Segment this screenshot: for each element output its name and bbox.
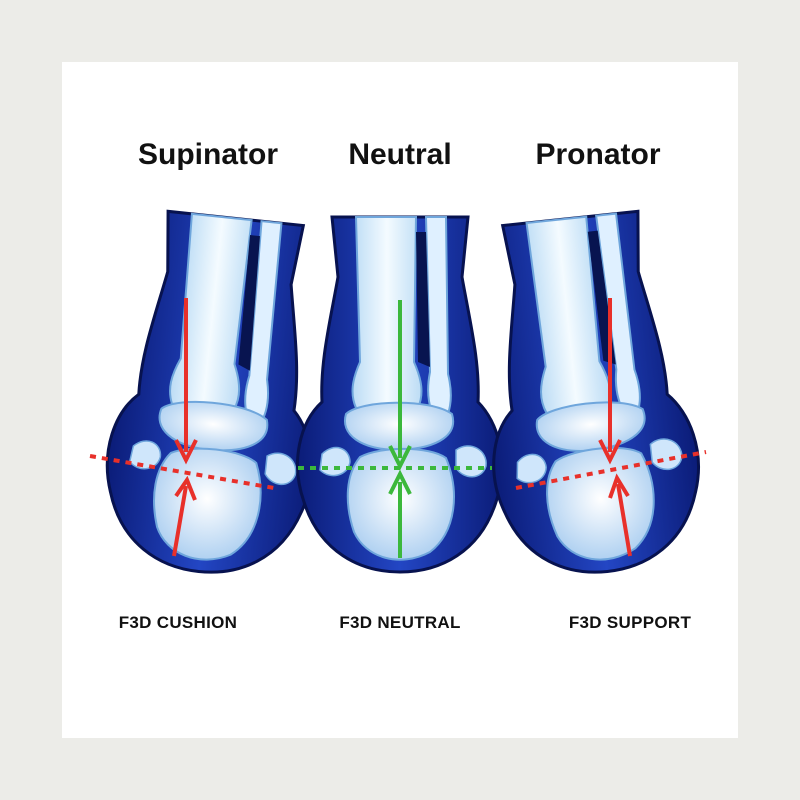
force-arrows-pronator — [598, 298, 632, 557]
panel-caption-neutral: F3D NEUTRAL — [339, 613, 461, 632]
force-arrows-supinator — [172, 298, 198, 557]
diagram-card: Supinator Neutral Pronator — [62, 62, 738, 738]
panel-title-pronator: Pronator — [535, 138, 661, 171]
ankle-illustration-pronator — [466, 206, 711, 584]
panel-title-neutral: Neutral — [348, 138, 452, 171]
panel-title-supinator: Supinator — [138, 138, 278, 171]
force-arrows-neutral — [388, 300, 412, 558]
panel-caption-pronator: F3D SUPPORT — [568, 613, 692, 632]
axis-line-pronator — [515, 450, 707, 490]
ankle-illustration-supinator — [95, 206, 339, 584]
foot-ankle-diagram — [89, 206, 711, 584]
panel-caption-supinator: F3D CUSHION — [118, 613, 238, 632]
